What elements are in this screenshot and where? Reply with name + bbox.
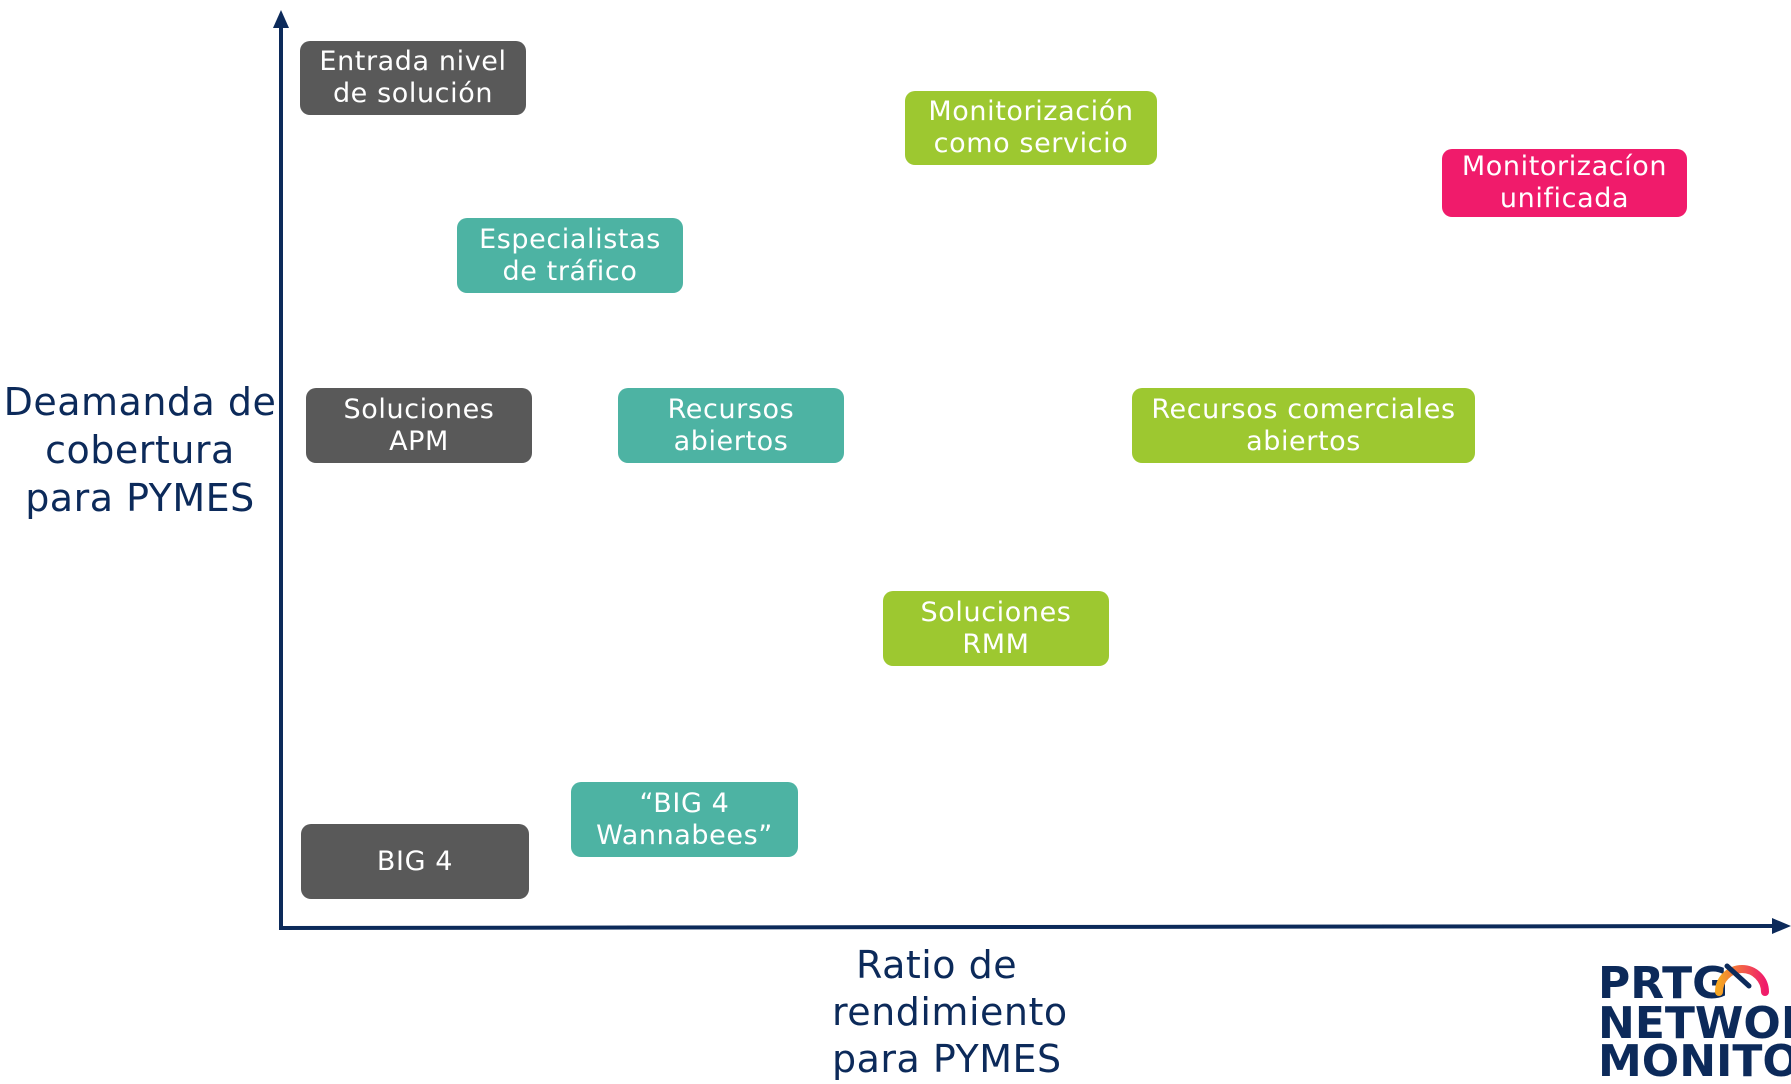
box-label-line: Wannabees” (596, 819, 773, 851)
logo-text-line: NETWORK (1598, 998, 1791, 1049)
box-especialistas-trafico: Especialistas de tráfico (457, 218, 683, 293)
box-label-line: APM (389, 425, 449, 457)
logo-text-line: MONITOR (1598, 1036, 1791, 1084)
box-recursos-abiertos: Recursos abiertos (618, 388, 844, 463)
y-axis-arrowhead (273, 10, 289, 28)
box-label-line: unificada (1499, 183, 1630, 214)
y-axis-label-line: para PYMES (25, 476, 255, 520)
box-monitorizacion-servicio: Monitorización como servicio (905, 91, 1157, 165)
x-axis-label-line: Ratio de (856, 943, 1018, 987)
box-label-line: Especialistas (479, 223, 661, 255)
x-axis-label: Ratio de rendimiento para PYMES (832, 942, 1092, 1083)
box-label-line: abiertos (1246, 425, 1361, 457)
x-axis-label-line: para PYMES (832, 1037, 1062, 1081)
box-soluciones-apm: Soluciones APM (306, 388, 532, 463)
box-label-line: Soluciones (343, 393, 495, 425)
box-label-line: Recursos comerciales (1151, 393, 1456, 425)
x-axis-label-line: rendimiento (832, 990, 1068, 1034)
box-label-line: Entrada nivel (319, 46, 507, 77)
gauge-icon (1715, 963, 1769, 996)
box-label-line: Recursos (667, 393, 795, 425)
box-label-line: RMM (962, 628, 1030, 660)
box-label-line: Soluciones (920, 596, 1072, 628)
box-label-line: de solución (332, 78, 494, 109)
box-entrada-nivel: Entrada nivel de solución (300, 41, 526, 115)
box-label-line: Monitorizacíon (1461, 151, 1668, 182)
box-label-line: abiertos (673, 425, 789, 457)
x-axis-line (278, 924, 1776, 930)
box-big4: BIG 4 (301, 824, 529, 899)
box-label-line: Monitorización (928, 96, 1134, 127)
y-axis-label-line: Deamanda de (3, 380, 277, 424)
prtg-logo: PRTG NETWORK MONITOR (1598, 946, 1791, 1084)
box-label-line: BIG 4 (376, 845, 454, 877)
box-recursos-comerciales: Recursos comerciales abiertos (1132, 388, 1475, 463)
box-label-line: “BIG 4 (639, 787, 730, 819)
box-big4-wannabees: “BIG 4 Wannabees” (571, 782, 798, 857)
logo-text-line: PRTG (1598, 958, 1729, 1009)
x-axis-arrowhead (1772, 918, 1791, 934)
box-soluciones-rmm: Soluciones RMM (883, 591, 1109, 666)
box-label-line: como servicio (933, 128, 1129, 159)
y-axis-label: Deamanda de cobertura para PYMES (0, 378, 280, 522)
box-monitorizacion-unificada: Monitorizacíon unificada (1442, 149, 1687, 217)
y-axis-label-line: cobertura (45, 428, 235, 472)
box-label-line: de tráfico (502, 255, 638, 287)
